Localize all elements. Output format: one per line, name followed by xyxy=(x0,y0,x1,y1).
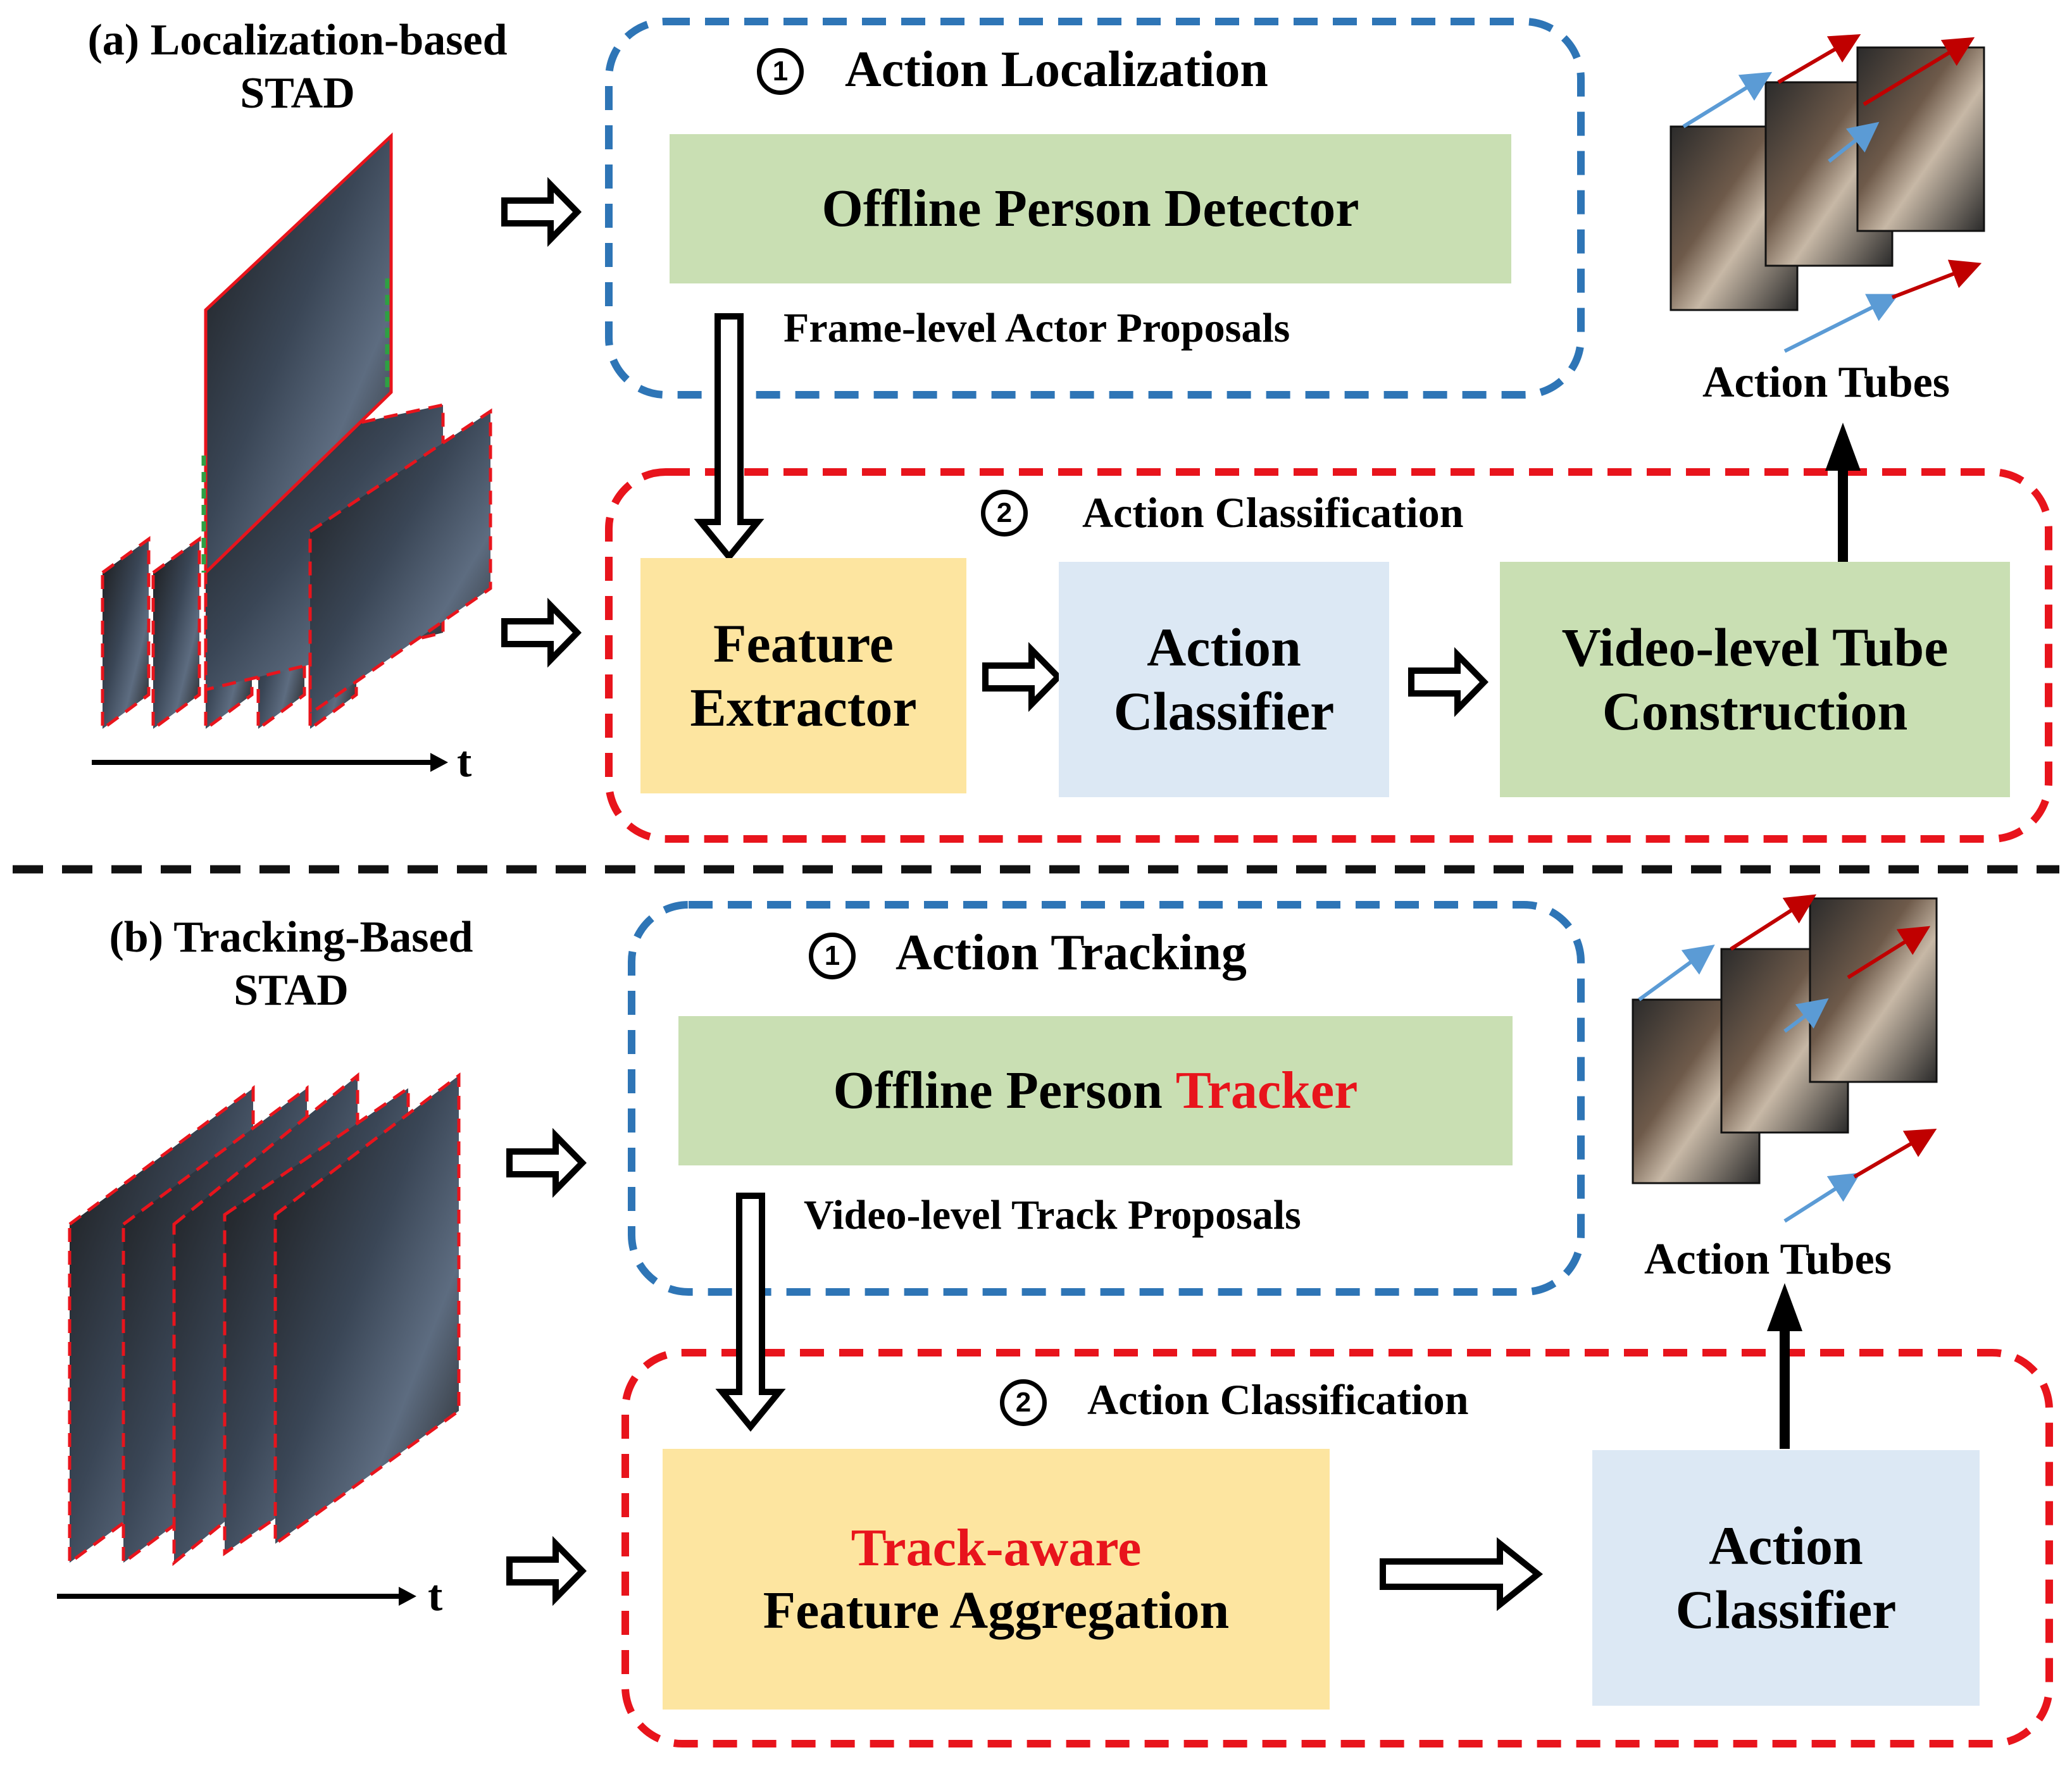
arrow-classifier-to-construction xyxy=(1408,647,1488,717)
step-number-badge: 1 xyxy=(757,48,804,95)
action-classifier-b-line1: Action xyxy=(1709,1515,1863,1576)
section-a-label: (a) Localization-based STAD xyxy=(38,14,557,120)
section-b-label-line2: STAD xyxy=(234,966,349,1015)
tracker-highlight-text: Tracker xyxy=(1175,1061,1358,1120)
track-aware-text: Track-aware xyxy=(851,1518,1142,1577)
frame-stack-b xyxy=(68,1072,461,1567)
arrow-a-to-step1 xyxy=(501,177,582,247)
step1-title-b: Action Tracking xyxy=(896,925,1247,981)
arrow-up-to-tubes-a xyxy=(1825,423,1861,471)
step1-tracking-container xyxy=(628,901,1585,1296)
action-tubes-label-a: Action Tubes xyxy=(1702,358,1950,407)
feature-extractor-line2: Extractor xyxy=(690,677,917,738)
section-b-label: (b) Tracking-Based STAD xyxy=(38,911,544,1017)
arrow-proposals-down-b xyxy=(715,1193,786,1432)
frame-stack-a xyxy=(101,132,492,732)
offline-person-tracker-box: Offline Person Tracker xyxy=(678,1016,1513,1165)
step1-localization-container xyxy=(605,18,1585,399)
step2-title-a: Action Classification xyxy=(1082,488,1464,537)
step2-title-b: Action Classification xyxy=(1087,1375,1469,1424)
action-classifier-a-line2: Classifier xyxy=(1113,681,1335,742)
step-number-badge: 1 xyxy=(809,933,856,979)
offline-person-detector-box: Offline Person Detector xyxy=(670,134,1511,283)
action-classifier-b-line2: Classifier xyxy=(1675,1579,1897,1640)
feature-extractor-line1: Feature xyxy=(713,612,894,674)
action-tubes-label-b: Action Tubes xyxy=(1644,1235,1892,1284)
proposals-label-b: Video-level Track Proposals xyxy=(804,1192,1301,1238)
arrow-feature-to-classifier xyxy=(982,642,1063,712)
tube-construction-line1: Video-level Tube xyxy=(1561,616,1949,678)
section-a-label-line2: STAD xyxy=(240,69,355,118)
arrow-proposals-down-a xyxy=(694,313,765,562)
time-axis-label-a: t xyxy=(457,738,472,786)
action-tube-image-b xyxy=(1632,894,1938,1223)
step1-title: Action Localization xyxy=(845,42,1268,97)
proposals-label-a: Frame-level Actor Proposals xyxy=(783,305,1290,351)
step2-classification-container-b xyxy=(621,1349,2053,1747)
tube-construction-line2: Construction xyxy=(1602,681,1908,742)
step2-classification-container-a xyxy=(605,468,2052,843)
action-tube-image-a xyxy=(1669,34,1985,353)
action-classifier-a-line1: Action xyxy=(1147,616,1301,678)
time-axis-label-b: t xyxy=(428,1572,443,1620)
tracker-prefix-text: Offline Person xyxy=(833,1061,1176,1120)
section-b-label-line1: (b) Tracking-Based xyxy=(109,913,473,962)
step-number-badge: 2 xyxy=(981,490,1028,537)
step-number-badge: 2 xyxy=(1000,1379,1047,1426)
section-a-label-line1: (a) Localization-based xyxy=(87,16,508,65)
arrow-a-to-step2 xyxy=(501,597,582,668)
feature-aggregation-text: Feature Aggregation xyxy=(763,1581,1230,1640)
arrow-up-to-tubes-b xyxy=(1767,1283,1802,1331)
arrow-b-to-step2 xyxy=(506,1536,587,1606)
arrow-b-to-step1 xyxy=(506,1127,587,1198)
arrow-aggregation-to-classifier xyxy=(1380,1537,1544,1611)
